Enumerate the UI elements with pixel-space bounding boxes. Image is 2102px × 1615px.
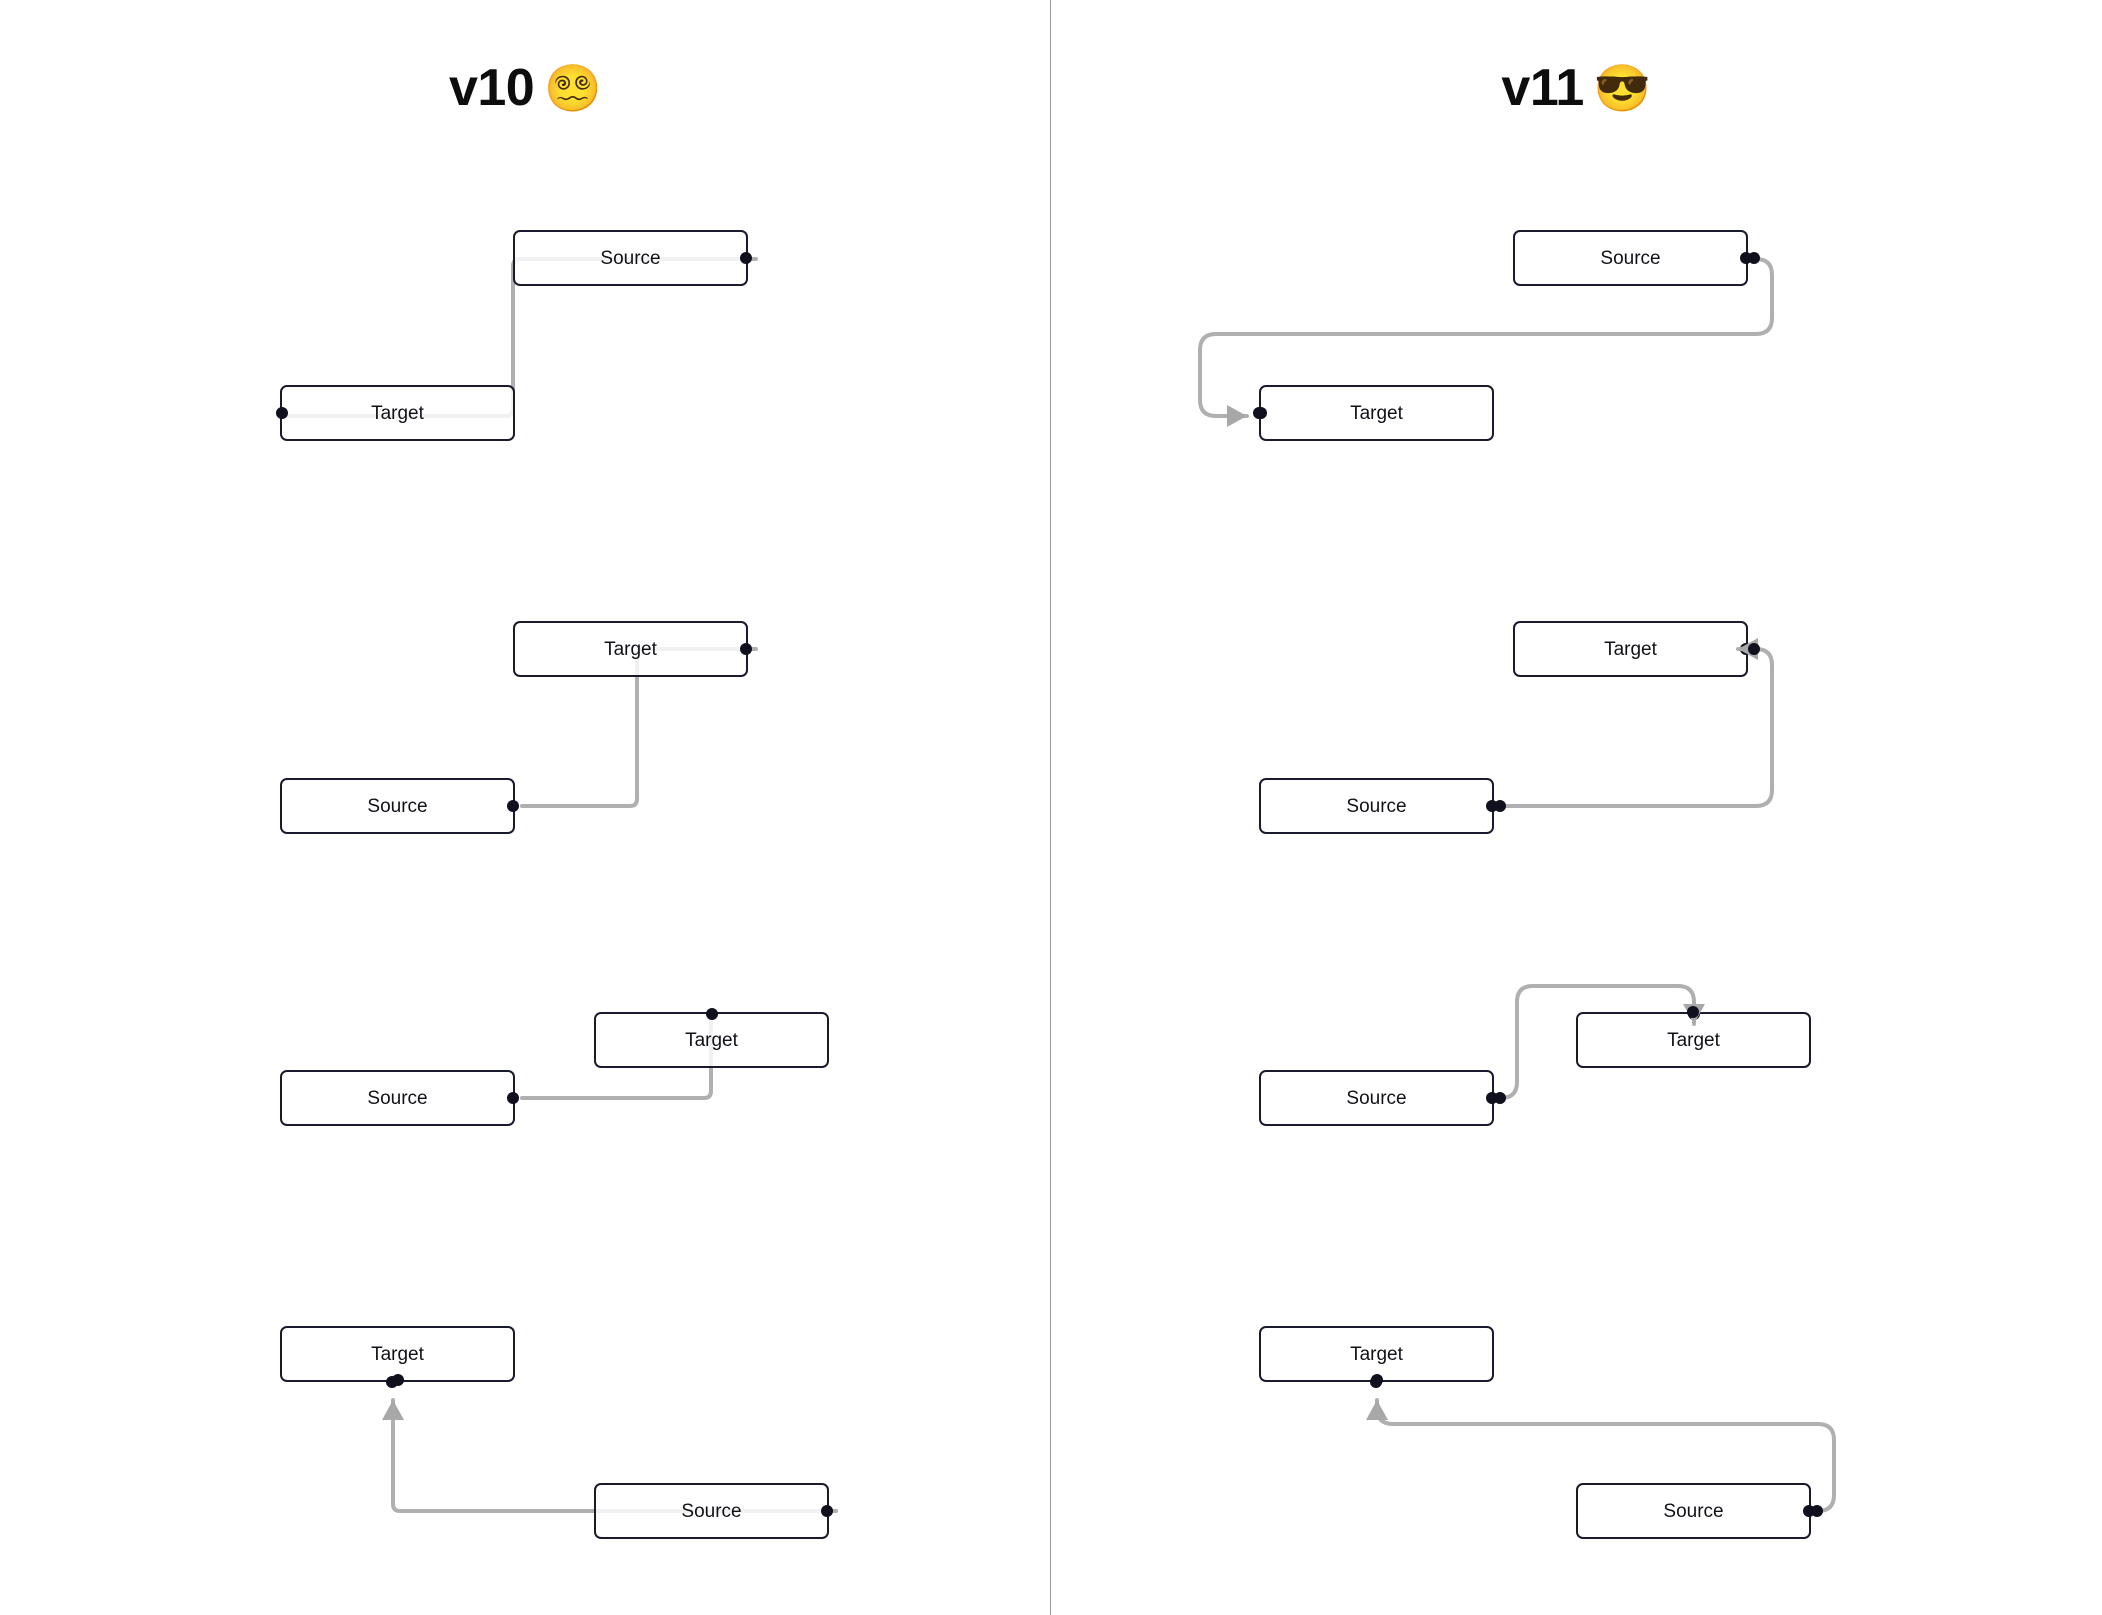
source-handle-right[interactable] — [1803, 1505, 1815, 1517]
node-label: Target — [371, 1343, 424, 1365]
node-label: Target — [604, 638, 657, 660]
v11-case-1-source-node[interactable]: Source — [1513, 230, 1752, 286]
v11-case-2-target-node[interactable]: Target — [1513, 621, 1752, 677]
node-label: Target — [1667, 1029, 1720, 1051]
v11-case-1-target-node[interactable]: Target — [1255, 385, 1494, 441]
v10-case-2-source-node[interactable]: Source — [280, 778, 519, 834]
v10-case-1-source-node[interactable]: Source — [513, 230, 752, 286]
source-handle-right[interactable] — [1740, 252, 1752, 264]
node-label: Source — [681, 1500, 742, 1522]
panel-v11-title: v11😎 — [1050, 58, 2102, 118]
panel-v11: v11😎 — [1050, 0, 2102, 1615]
v11-case-2-source-node[interactable]: Source — [1259, 778, 1498, 834]
target-handle-top[interactable] — [705, 1008, 718, 1020]
panel-divider — [1050, 0, 1051, 1615]
node-label: Target — [1604, 638, 1657, 660]
node-label: Source — [1663, 1500, 1724, 1522]
node-label: Source — [1346, 795, 1407, 817]
target-handle-right[interactable] — [1740, 643, 1752, 655]
source-handle-right[interactable] — [507, 1092, 519, 1104]
v10-case-1-target-node[interactable]: Target — [276, 385, 515, 441]
target-handle-bottom[interactable] — [391, 1374, 404, 1386]
node-label: Target — [371, 402, 424, 424]
v11-case-4-target-node[interactable]: Target — [1259, 1326, 1494, 1386]
node-label: Target — [1350, 1343, 1403, 1365]
panel-v10: v10😵‍💫 — [0, 0, 1050, 1615]
source-handle-right[interactable] — [821, 1505, 833, 1517]
node-label: Source — [1346, 1087, 1407, 1109]
panel-v10-title-text: v10 — [448, 59, 535, 117]
smiling-face-with-sunglasses-emoji: 😎 — [1593, 61, 1651, 114]
node-label: Source — [367, 795, 428, 817]
v11-case-3-target-node[interactable]: Target — [1576, 1008, 1811, 1068]
panel-v11-title-text: v11 — [1501, 59, 1584, 117]
source-handle-right[interactable] — [507, 800, 519, 812]
node-label: Target — [685, 1029, 738, 1051]
v10-case-4-target-node[interactable]: Target — [280, 1326, 515, 1386]
source-handle-right[interactable] — [1486, 1092, 1498, 1104]
source-handle-right[interactable] — [1486, 800, 1498, 812]
v11-case-3-source-node[interactable]: Source — [1259, 1070, 1498, 1126]
v11-case-4-source-node[interactable]: Source — [1576, 1483, 1815, 1539]
target-handle-bottom[interactable] — [1370, 1374, 1383, 1386]
v10-case-3-target-node[interactable]: Target — [594, 1008, 829, 1068]
node-label: Source — [600, 247, 661, 269]
node-label: Source — [367, 1087, 428, 1109]
v10-case-4-source-node[interactable]: Source — [594, 1483, 833, 1539]
v10-case-2-target-node[interactable]: Target — [513, 621, 752, 677]
source-handle-right[interactable] — [740, 252, 752, 264]
panel-v10-title: v10😵‍💫 — [0, 58, 1050, 118]
target-handle-top[interactable] — [1687, 1008, 1700, 1020]
face-with-spiral-eyes-emoji: 😵‍💫 — [544, 61, 602, 114]
target-handle-right[interactable] — [740, 643, 752, 655]
node-label: Target — [1350, 402, 1403, 424]
node-label: Source — [1600, 247, 1661, 269]
target-handle-left[interactable] — [1255, 407, 1267, 419]
target-handle-left[interactable] — [276, 407, 288, 419]
v10-case-3-source-node[interactable]: Source — [280, 1070, 519, 1126]
